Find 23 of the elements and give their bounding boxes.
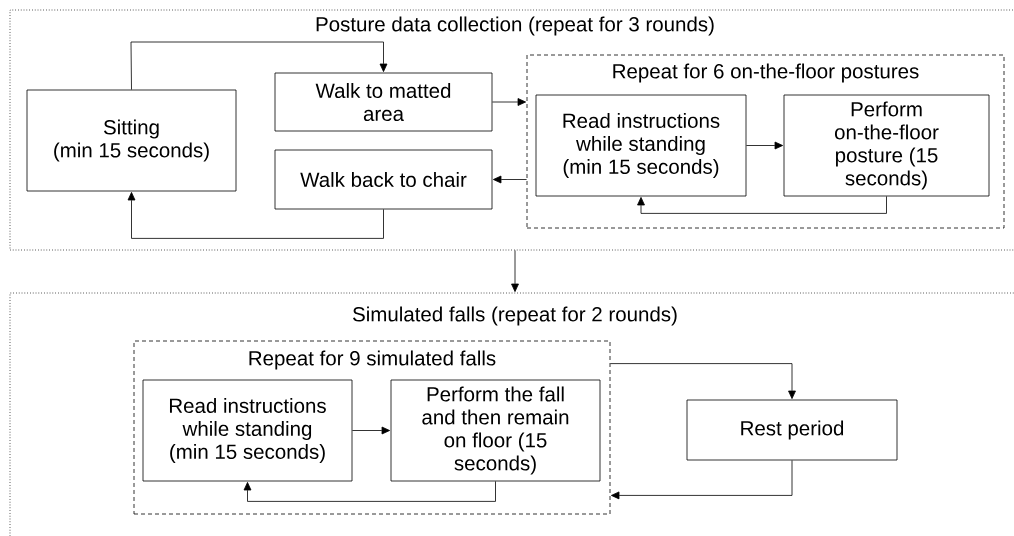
arrow: [492, 98, 526, 106]
process-box: Rest period: [686, 399, 898, 461]
arrow: [746, 141, 784, 150]
arrow: [788, 390, 796, 399]
group-heading: Posture data collection (repeat for 3 rounds): [316, 16, 714, 36]
arrow: [127, 192, 384, 239]
group-heading: Repeat for 9 simulated falls: [249, 350, 496, 370]
process-box: Walk to matted area: [274, 72, 493, 132]
process-box: Sitting (min 15 seconds): [26, 89, 237, 192]
arrow: [611, 460, 793, 500]
process-box: Perform the fall and then remain on floor (15 seconds): [390, 379, 601, 482]
arrow: [511, 250, 519, 292]
process-box: Read instructions while standing (min 15 seconds): [535, 94, 747, 197]
process-box: Perform on-the-floor posture (15 seconds): [783, 94, 990, 197]
arrow: [352, 426, 390, 435]
group-heading: Simulated falls (repeat for 2 rounds): [353, 306, 677, 326]
arrow: [243, 481, 496, 502]
arrow: [493, 175, 527, 184]
arrow: [637, 196, 887, 214]
process-box: Read instructions while standing (min 15 seconds): [142, 379, 353, 482]
arrow: [130, 41, 388, 90]
group-heading: Repeat for 6 on-the-floor postures: [613, 63, 919, 83]
process-box: Walk back to chair: [274, 149, 493, 210]
